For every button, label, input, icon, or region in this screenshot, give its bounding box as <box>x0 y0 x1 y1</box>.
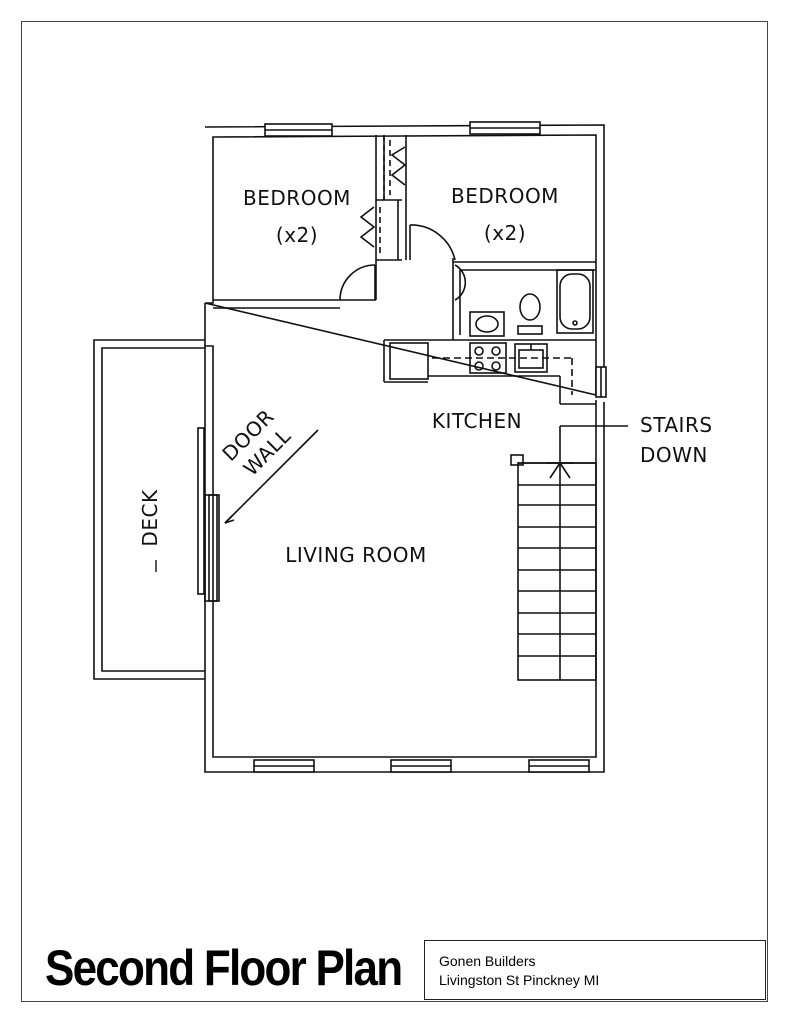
bedroom-right-qty: (x2) <box>484 221 526 245</box>
stairs <box>510 425 628 681</box>
bedroom-partitions <box>213 135 596 340</box>
deck <box>93 339 205 680</box>
living-room-label: LIVING ROOM <box>285 543 427 567</box>
stairs-down-label: DOWN <box>640 443 708 467</box>
windows <box>253 121 607 773</box>
deck-label: DECK <box>138 489 162 547</box>
bedroom-left-label: BEDROOM <box>243 186 351 210</box>
kitchen-counter <box>383 339 596 405</box>
title-block: Gonen Builders Livingston St Pinckney MI <box>424 940 766 1000</box>
company-name: Gonen Builders <box>439 953 536 969</box>
room-labels: BEDROOM (x2) BEDROOM (x2) KITCHEN LIVING… <box>138 184 713 572</box>
stairs-label: STAIRS <box>640 413 713 437</box>
project-address: Livingston St Pinckney MI <box>439 972 600 988</box>
bathroom-fixtures <box>469 269 594 337</box>
sliding-door-wall <box>197 427 319 602</box>
bedroom-left-qty: (x2) <box>276 223 318 247</box>
kitchen-label: KITCHEN <box>432 409 522 433</box>
drawing-sheet <box>21 21 768 1002</box>
plan-title: Second Floor Plan <box>45 940 403 996</box>
bedroom-right-label: BEDROOM <box>451 184 559 208</box>
